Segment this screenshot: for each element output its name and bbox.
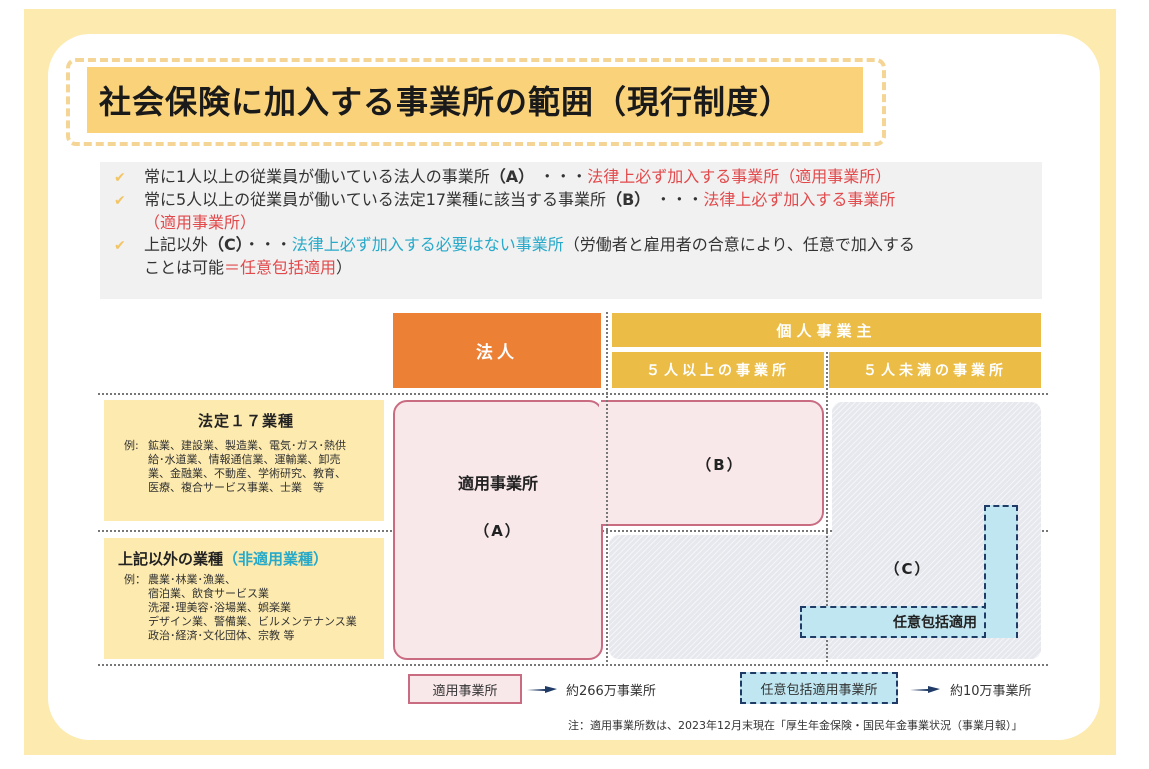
arrow-right-icon	[910, 686, 940, 693]
note-highlight: 法律上必ず加入する必要はない事業所	[291, 235, 564, 254]
note-cont-close: ）	[336, 258, 353, 277]
note-dots: ・・・	[655, 190, 704, 209]
example-label: 例:	[124, 439, 139, 452]
header-kojin: 個人事業主	[612, 313, 1041, 347]
area-c-label: （C）	[884, 560, 932, 578]
title-banner: 社会保険に加入する事業所の範囲（現行制度）	[87, 67, 863, 133]
note-marker: （C）	[208, 235, 244, 254]
example-line: 政治･経済･文化団体、宗教 等	[148, 629, 295, 642]
check-icon: ✔	[114, 170, 126, 186]
grid-line-vertical-1	[606, 312, 608, 666]
grid-line-vertical-2	[826, 352, 828, 666]
note-continuation: ことは可能＝任意包括適用）	[114, 257, 1032, 279]
example-line: 洗濯･理美容･浴場業、娯楽業	[148, 601, 291, 614]
note-text: 常に1人以上の従業員が働いている法人の事業所	[144, 167, 490, 186]
area-a-label: （A）	[460, 520, 536, 541]
note-item-c: ✔ 上記以外（C）・・・法律上必ず加入する必要はない事業所（労働者と雇用者の合意…	[114, 234, 1032, 257]
legend-applied: 適用事業所	[408, 674, 522, 704]
nini-area-horizontal	[800, 606, 1018, 638]
note-cont-highlight: ＝任意包括適用	[224, 258, 337, 277]
category-title-highlight: （非適用業種）	[223, 550, 329, 568]
header-under-5: ５人未満の事業所	[829, 352, 1041, 388]
example-label: 例：	[124, 573, 146, 586]
note-text: 常に5人以上の従業員が働いている法定17業種に該当する事業所	[144, 190, 607, 209]
example-line: 業、金融業、不動産、学術研究、教育、	[148, 467, 346, 480]
category-17-industries: 法定１７業種 例: 鉱業、建設業、製造業、電気･ガス･熱供 給･水道業、情報通信…	[104, 400, 384, 521]
nini-label: 任意包括適用	[893, 615, 977, 631]
category-title: 上記以外の業種（非適用業種）	[118, 548, 374, 569]
category-title: 法定１７業種	[197, 412, 294, 430]
note-rest: （労働者と雇用者の合意により、任意で加入する	[563, 235, 915, 254]
category-other-industries: 上記以外の業種（非適用業種） 例： 農業･林業･漁業、 宿泊業、飲食サービス業 …	[104, 538, 384, 659]
notes-box: ✔ 常に1人以上の従業員が働いている法人の事業所（A） ・・・法律上必ず加入する…	[100, 162, 1042, 299]
example-line: 給･水道業、情報通信業、運輸業、卸売	[148, 453, 341, 466]
note-highlight: 法律上必ず加入する事業所（適用事業所）	[587, 167, 892, 186]
example-line: 医療、複合サービス事業、士業 等	[148, 481, 324, 494]
example-line: 農業･林業･漁業、	[148, 573, 236, 586]
header-5-or-more: ５人以上の事業所	[612, 352, 824, 388]
note-marker: （B）	[606, 190, 651, 209]
grid-line-bottom	[98, 664, 1048, 666]
area-b-label: （B）	[696, 456, 744, 474]
legend-applied-value: 約266万事業所	[566, 684, 656, 699]
title-dotted-border	[66, 58, 886, 146]
area-a-title: 適用事業所	[457, 474, 538, 493]
legend-nini-value: 約10万事業所	[950, 684, 1032, 699]
note-item-b: ✔ 常に5人以上の従業員が働いている法定17業種に該当する事業所（B） ・・・法…	[114, 189, 1032, 212]
note-text: 上記以外	[144, 235, 209, 254]
page-title: 社会保険に加入する事業所の範囲（現行制度）	[99, 83, 793, 121]
example-line: 宿泊業、飲食サービス業	[148, 587, 269, 600]
check-icon: ✔	[114, 193, 126, 209]
header-hojin: 法人	[393, 313, 601, 388]
area-ab-join	[599, 402, 605, 524]
arrow-right-icon	[527, 686, 557, 693]
example-line: デザイン業、警備業、ビルメンテナンス業	[148, 615, 357, 628]
nini-area-join	[986, 604, 1016, 638]
area-b	[601, 400, 824, 526]
note-highlight: 法律上必ず加入する事業所	[703, 190, 896, 209]
legend-nini: 任意包括適用事業所	[740, 672, 898, 704]
note-item-a: ✔ 常に1人以上の従業員が働いている法人の事業所（A） ・・・法律上必ず加入する…	[114, 166, 1032, 189]
note-cont-text: ことは可能	[144, 258, 225, 277]
footnote: 注：適用事業所数は、2023年12月末現在「厚生年金保険・国民年金事業状況（事業…	[568, 719, 1023, 732]
grid-line-top	[98, 393, 1048, 395]
note-continuation: （適用事業所）	[144, 213, 257, 232]
category-examples: 例: 鉱業、建設業、製造業、電気･ガス･熱供 給･水道業、情報通信業、運輸業、卸…	[118, 439, 374, 495]
note-dots: ・・・	[243, 235, 292, 254]
note-dots: ・・・	[539, 167, 588, 186]
category-title-text: 上記以外の業種	[118, 550, 224, 568]
example-line: 鉱業、建設業、製造業、電気･ガス･熱供	[148, 439, 346, 452]
check-icon: ✔	[114, 238, 126, 254]
category-examples: 例： 農業･林業･漁業、 宿泊業、飲食サービス業 洗濯･理美容･浴場業、娯楽業 …	[118, 573, 374, 643]
note-marker: （A）	[489, 167, 535, 186]
